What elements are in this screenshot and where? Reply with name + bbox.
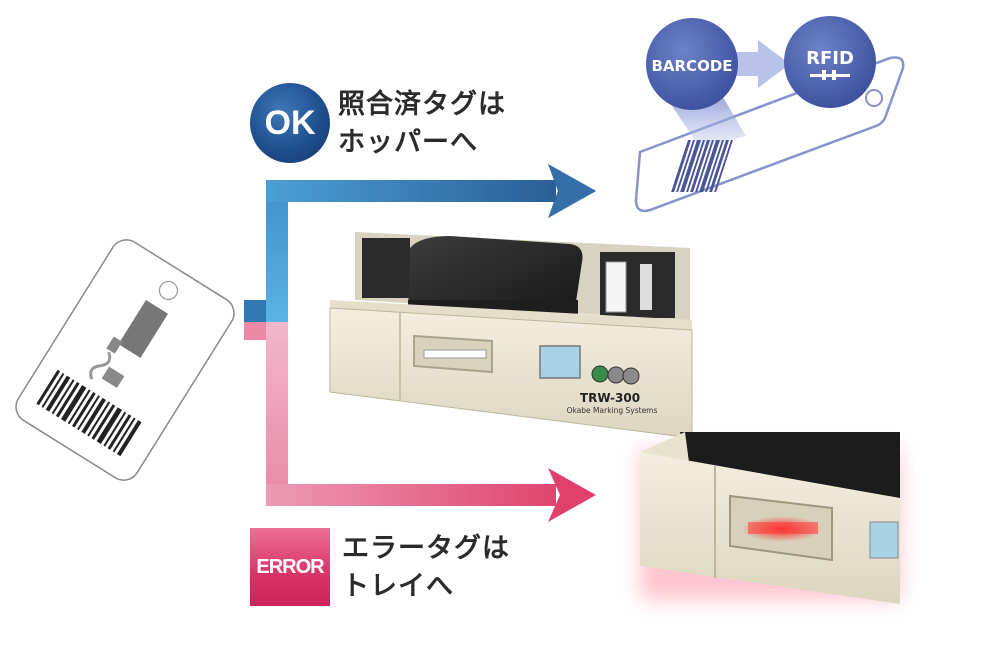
ok-caption-line1: 照合済タグは <box>338 89 506 120</box>
ok-badge: OK <box>250 83 330 163</box>
error-caption-line1: エラータグは <box>342 533 510 564</box>
error-badge-text: ERROR <box>256 555 324 578</box>
rfid-tag-card <box>15 239 235 481</box>
ok-caption-line2: ホッパーへ <box>338 127 478 158</box>
ok-caption: 照合済タグは ホッパーへ <box>338 86 506 162</box>
rfid-chip-icon <box>810 70 850 80</box>
barcode-badge: BARCODE <box>646 18 738 110</box>
trw300-machine: TRW-300 Okabe Marking Systems <box>329 232 693 439</box>
ok-badge-text: OK <box>264 103 316 142</box>
ok-flow-arrow <box>244 164 596 322</box>
barcode-label: BARCODE <box>651 57 732 75</box>
error-badge: ERROR <box>250 528 330 606</box>
error-flow-arrow <box>244 322 596 522</box>
machine-maker: Okabe Marking Systems <box>567 406 658 415</box>
rfid-label: RFID <box>806 48 854 69</box>
machine-model: TRW-300 <box>580 391 640 405</box>
error-tray-closeup <box>640 432 900 604</box>
error-caption-line2: トレイへ <box>342 571 454 602</box>
error-caption: エラータグは トレイへ <box>342 530 510 606</box>
rfid-badge: RFID <box>784 16 876 108</box>
